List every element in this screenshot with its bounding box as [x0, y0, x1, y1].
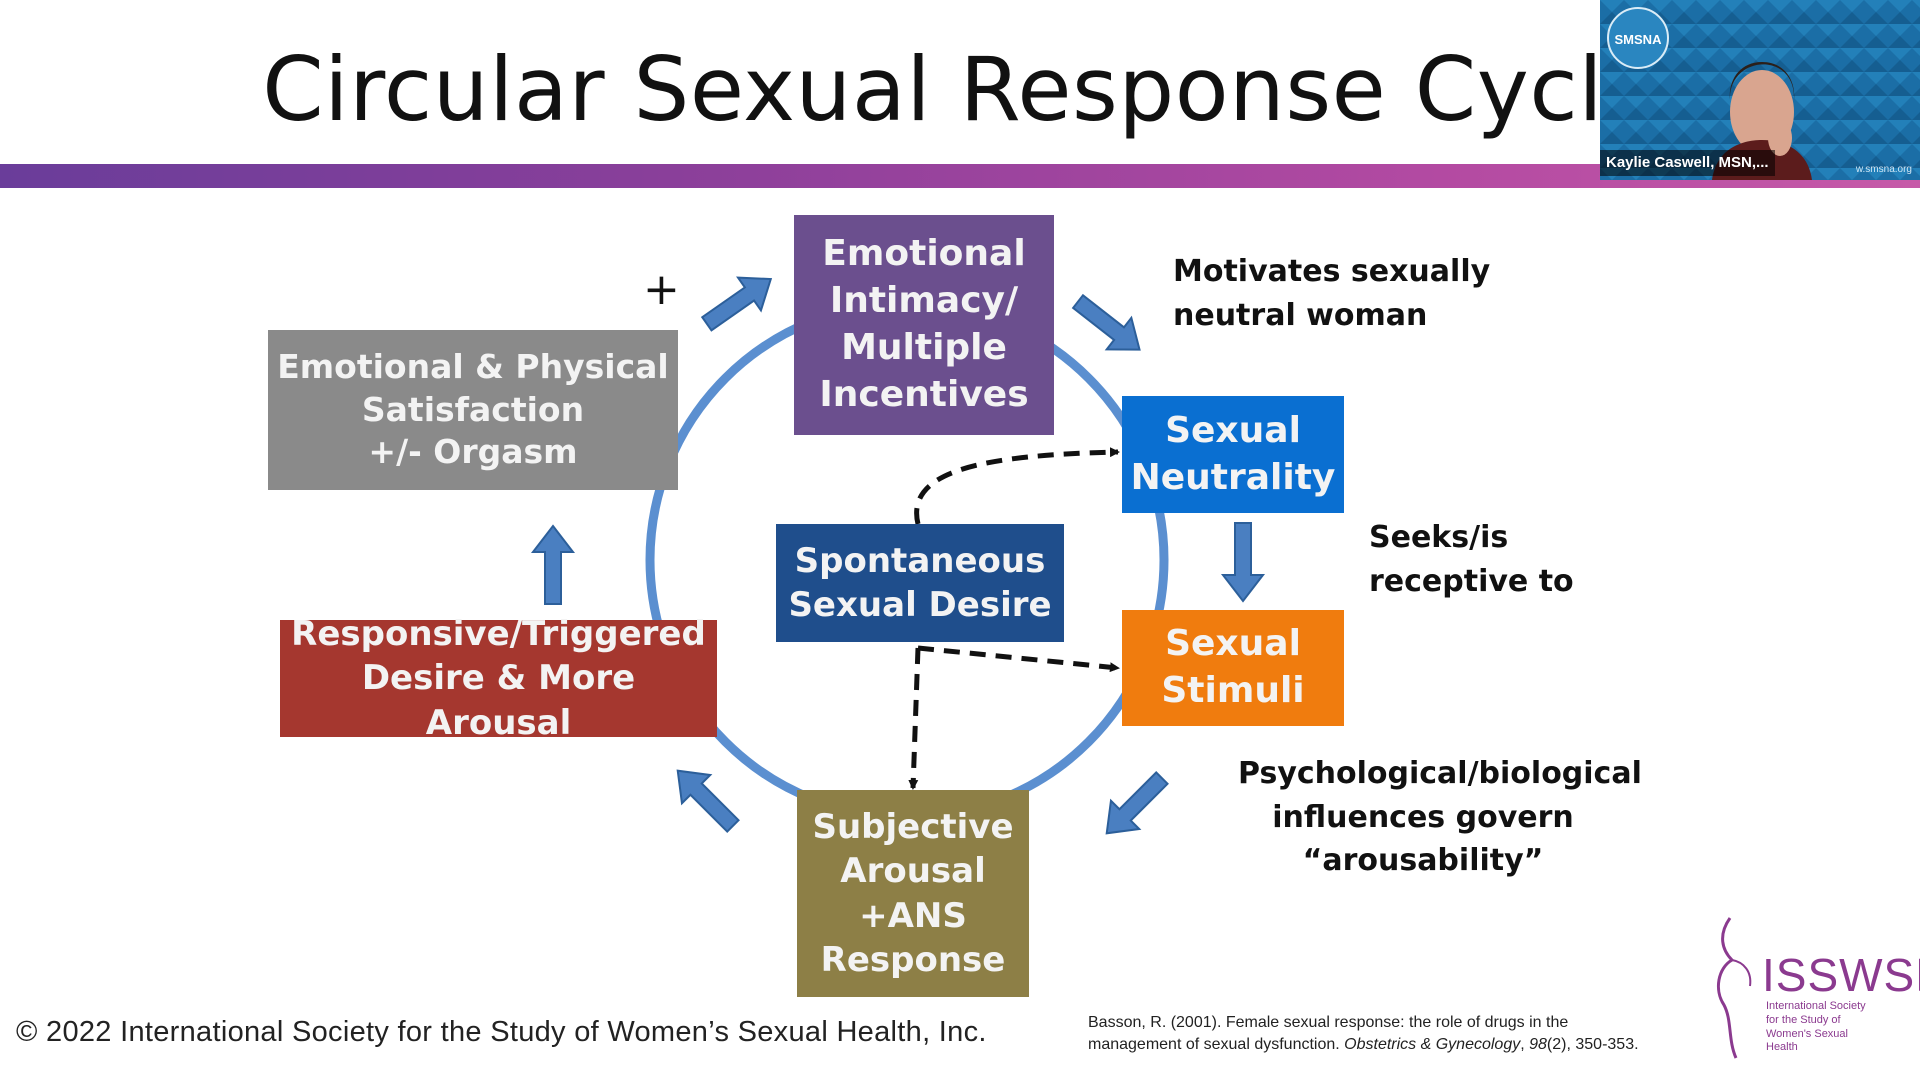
arrow-desire-to-satisfaction — [530, 524, 576, 605]
citation-journal: Obstetrics & Gynecology — [1344, 1035, 1521, 1053]
isswsh-logo-subtitle: International Society for the Study of W… — [1766, 1000, 1866, 1054]
arrow-arousal-to-desire — [676, 769, 740, 833]
arrow-stimuli-to-arousal — [1105, 771, 1169, 835]
copyright-footer: © 2022 International Society for the Stu… — [16, 1016, 987, 1048]
video-url-text: w.smsna.org — [1855, 164, 1912, 175]
slide-title: Circular Sexual Response Cycle — [262, 38, 1658, 141]
node-satisfaction-label: Emotional & Physical Satisfaction +/- Or… — [277, 346, 669, 472]
arrow-intimacy-to-neutrality — [1071, 293, 1141, 351]
citation-text: management of sexual dysfunction. — [1088, 1035, 1345, 1053]
node-responsive-desire: Responsive/Triggered Desire & More Arous… — [280, 614, 717, 743]
node-sexual-stimuli-label: Sexual Stimuli — [1161, 623, 1305, 711]
citation-sep: , — [1520, 1035, 1530, 1053]
node-sexual-stimuli: Sexual Stimuli — [1122, 610, 1344, 726]
node-spontaneous-desire: Spontaneous Sexual Desire — [776, 524, 1064, 642]
node-subjective-arousal: Subjective Arousal +ANS Response — [797, 790, 1029, 997]
citation-line-1: Basson, R. (2001). Female sexual respons… — [1088, 1014, 1569, 1031]
arrow-neutrality-to-stimuli — [1220, 522, 1266, 603]
annotation-influences: Psychological/biological influences gove… — [1238, 756, 1642, 878]
node-subjective-arousal-label: Subjective Arousal +ANS Response — [812, 807, 1014, 980]
isswsh-logo: ISSWSH — [1762, 949, 1920, 1001]
presenter-video[interactable]: SMSNA w.smsna.org Kaylie Caswell, MSN,..… — [1600, 0, 1920, 180]
smsna-badge-text: SMSNA — [1615, 32, 1663, 47]
dashed-arrow-to-neutrality — [914, 447, 1120, 525]
node-emotional-intimacy-label: Emotional Intimacy/ Multiple Incentives — [819, 233, 1029, 415]
arrow-satisfaction-to-intimacy — [700, 276, 773, 332]
node-responsive-desire-label: Responsive/Triggered Desire & More Arous… — [291, 614, 706, 743]
node-emotional-intimacy: Emotional Intimacy/ Multiple Incentives — [794, 215, 1054, 435]
presenter-name: Kaylie Caswell, MSN,... — [1600, 150, 1775, 176]
node-sexual-neutrality-label: Sexual Neutrality — [1130, 409, 1336, 498]
node-spontaneous-desire-label: Spontaneous Sexual Desire — [788, 540, 1052, 625]
plus-sign: + — [643, 264, 680, 315]
node-sexual-neutrality: Sexual Neutrality — [1122, 396, 1344, 513]
dashed-arrow-to-arousal — [908, 647, 921, 790]
annotation-seeks: Seeks/is receptive to — [1369, 520, 1574, 599]
dashed-arrow-to-stimuli — [917, 645, 1120, 673]
citation-line-2: management of sexual dysfunction. Obstet… — [1088, 1034, 1648, 1056]
citation: Basson, R. (2001). Female sexual respons… — [1088, 1012, 1648, 1055]
citation-pages: (2), 350-353. — [1546, 1035, 1639, 1053]
citation-volume: 98 — [1529, 1035, 1547, 1053]
annotation-motivates: Motivates sexually neutral woman — [1173, 254, 1491, 333]
node-satisfaction: Emotional & Physical Satisfaction +/- Or… — [268, 330, 678, 490]
